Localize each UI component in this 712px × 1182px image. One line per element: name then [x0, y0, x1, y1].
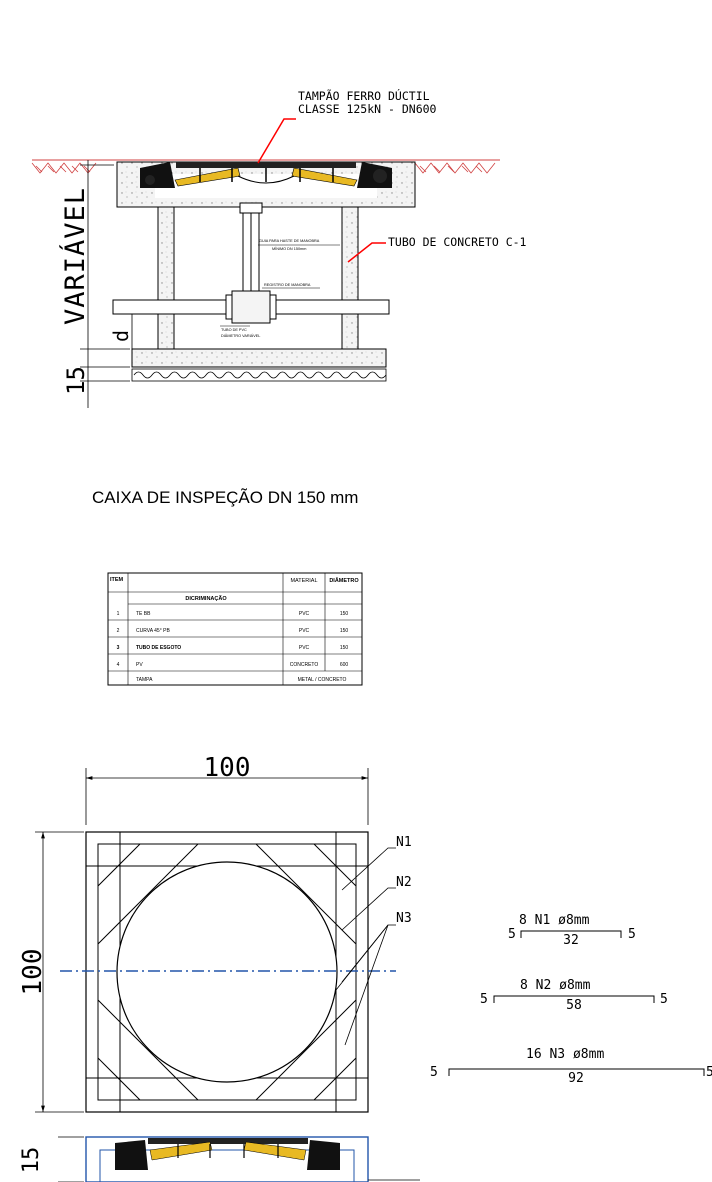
plan-dim-width: 100	[204, 753, 251, 783]
table-row-1-desc: TE BB	[136, 611, 151, 617]
rebar-n3-length: 92	[568, 1071, 584, 1086]
plan-label-n1: N1	[396, 835, 412, 850]
table-row-4-desc: PV	[136, 662, 143, 668]
rebar-n3-spec: 16 N3 ø8mm	[526, 1047, 604, 1062]
table-row-5-desc: TAMPA	[136, 677, 153, 683]
maneuver-rod	[239, 202, 263, 292]
plan-outer-square	[85, 831, 369, 1113]
rebar-n3-shape	[448, 1068, 705, 1076]
materials-table: ITEM MATERIAL DIÂMETRO DICRIMINAÇÃO 1 TE…	[107, 572, 363, 686]
dim-15: 15	[62, 366, 90, 395]
base-slab	[131, 348, 387, 368]
label-pvc-line2: DIÂMETRO VARIÁVEL	[221, 333, 260, 338]
rebar-n1-shape	[520, 930, 622, 938]
rebar-schedule	[448, 930, 705, 1076]
plan-view	[35, 768, 396, 1113]
rebar-n3-hook-right: 5	[706, 1065, 712, 1080]
section-view: GUIA PARA HASTE DE MANOBRA MÍNIMO DN 150…	[31, 88, 527, 408]
label-tampao-line2: CLASSE 125kN - DN600	[298, 102, 437, 116]
rebar-n2-shape	[493, 995, 655, 1003]
label-guia-line1: GUIA PARA HASTE DE MANOBRA	[259, 239, 320, 243]
pvc-pipe	[112, 290, 390, 324]
manhole-cover	[140, 162, 392, 188]
plan-label-n3: N3	[396, 911, 412, 926]
rebar-n1-length: 32	[563, 933, 579, 948]
tube-wall-left	[157, 206, 175, 350]
table-row-5-material: METAL / CONCRETO	[298, 677, 347, 683]
table-row-2-material: PVC	[299, 628, 310, 634]
rebar-n2-hook-left: 5	[480, 992, 488, 1007]
label-tampao-line1: TAMPÃO FERRO DÚCTIL	[298, 88, 430, 103]
table-row-1-material: PVC	[299, 611, 310, 617]
table-row-3-desc: TUBO DE ESGOTO	[136, 645, 181, 651]
tube-wall-right	[341, 206, 359, 350]
soil-hatch-left	[31, 162, 97, 174]
rebar-text: 8 N1 ø8mm 32 5 5 8 N2 ø8mm 58 5 5 16 N3 …	[430, 913, 712, 1086]
table-row-3-material: PVC	[299, 645, 310, 651]
rebar-n3-hook-left: 5	[430, 1065, 438, 1080]
soil-hatch-right	[414, 162, 496, 174]
table-row-4-item: 4	[117, 662, 120, 668]
table-header-item: ITEM	[110, 577, 124, 583]
leader-tampao	[257, 118, 296, 164]
rebar-n2-length: 58	[566, 998, 582, 1013]
gravel-base	[131, 368, 387, 382]
rebar-n2-hook-right: 5	[660, 992, 668, 1007]
table-row-2-item: 2	[117, 628, 120, 634]
rebar-n2-spec: 8 N2 ø8mm	[520, 978, 591, 993]
plan-circular-opening	[116, 861, 338, 1083]
plan-dim-height: 100	[18, 949, 48, 996]
plan-dim-bottom: 15	[19, 1147, 44, 1174]
plan-label-n2: N2	[396, 875, 412, 890]
table-row-2-diam: 150	[340, 628, 349, 634]
label-registro: REGISTRO DE MANOBRA	[264, 283, 311, 287]
drawing-title: CAIXA DE INSPEÇÃO DN 150 mm	[92, 488, 358, 507]
rebar-n1-hook-left: 5	[508, 927, 516, 942]
table-row-2-desc: CURVA 45° PB	[136, 628, 170, 634]
table-row-3-item: 3	[117, 645, 120, 651]
label-pvc-line1: TUBO DE PVC	[221, 328, 247, 332]
table-row-4-diam: 600	[340, 662, 349, 668]
table-header-diametro: DIÂMETRO	[329, 577, 359, 584]
table-header-material: MATERIAL	[290, 578, 317, 584]
rebar-n1-spec: 8 N1 ø8mm	[519, 913, 590, 928]
table-header-descricao: DICRIMINAÇÃO	[185, 595, 227, 602]
bottom-slab-section	[58, 1136, 420, 1182]
label-tubo: TUBO DE CONCRETO C-1	[388, 235, 527, 249]
leader-tubo	[347, 242, 386, 263]
table-row-4-material: CONCRETO	[290, 662, 319, 668]
dim-d: d	[109, 330, 133, 342]
rebar-n1-hook-right: 5	[628, 927, 636, 942]
section-dimensions	[80, 160, 140, 408]
table-row-1-diam: 150	[340, 611, 349, 617]
label-guia-line2: MÍNIMO DN 150mm	[272, 247, 306, 251]
dim-variavel: VARIÁVEL	[59, 187, 91, 325]
table-row-1-item: 1	[117, 611, 120, 617]
table-row-3-diam: 150	[340, 645, 349, 651]
